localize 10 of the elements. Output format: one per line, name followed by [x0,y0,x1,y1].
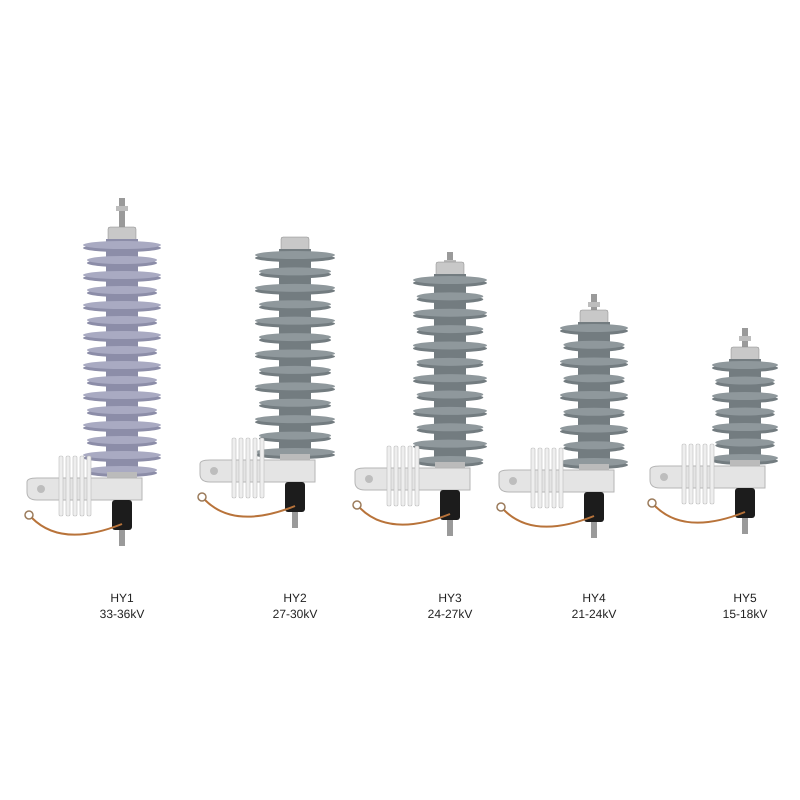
model-label: HY1 [110,591,134,605]
model-label: 27-30kV [272,607,318,621]
model-label: 15-18kV [722,607,768,621]
model-label: HY4 [582,591,606,605]
model-label: 24-27kV [428,607,472,621]
model-label: HY3 [438,591,462,605]
model-label: HY5 [733,591,757,605]
model-label: HY2 [283,591,307,605]
model-label: 33-36kV [100,607,144,621]
model-label: 21-24kV [572,607,616,621]
